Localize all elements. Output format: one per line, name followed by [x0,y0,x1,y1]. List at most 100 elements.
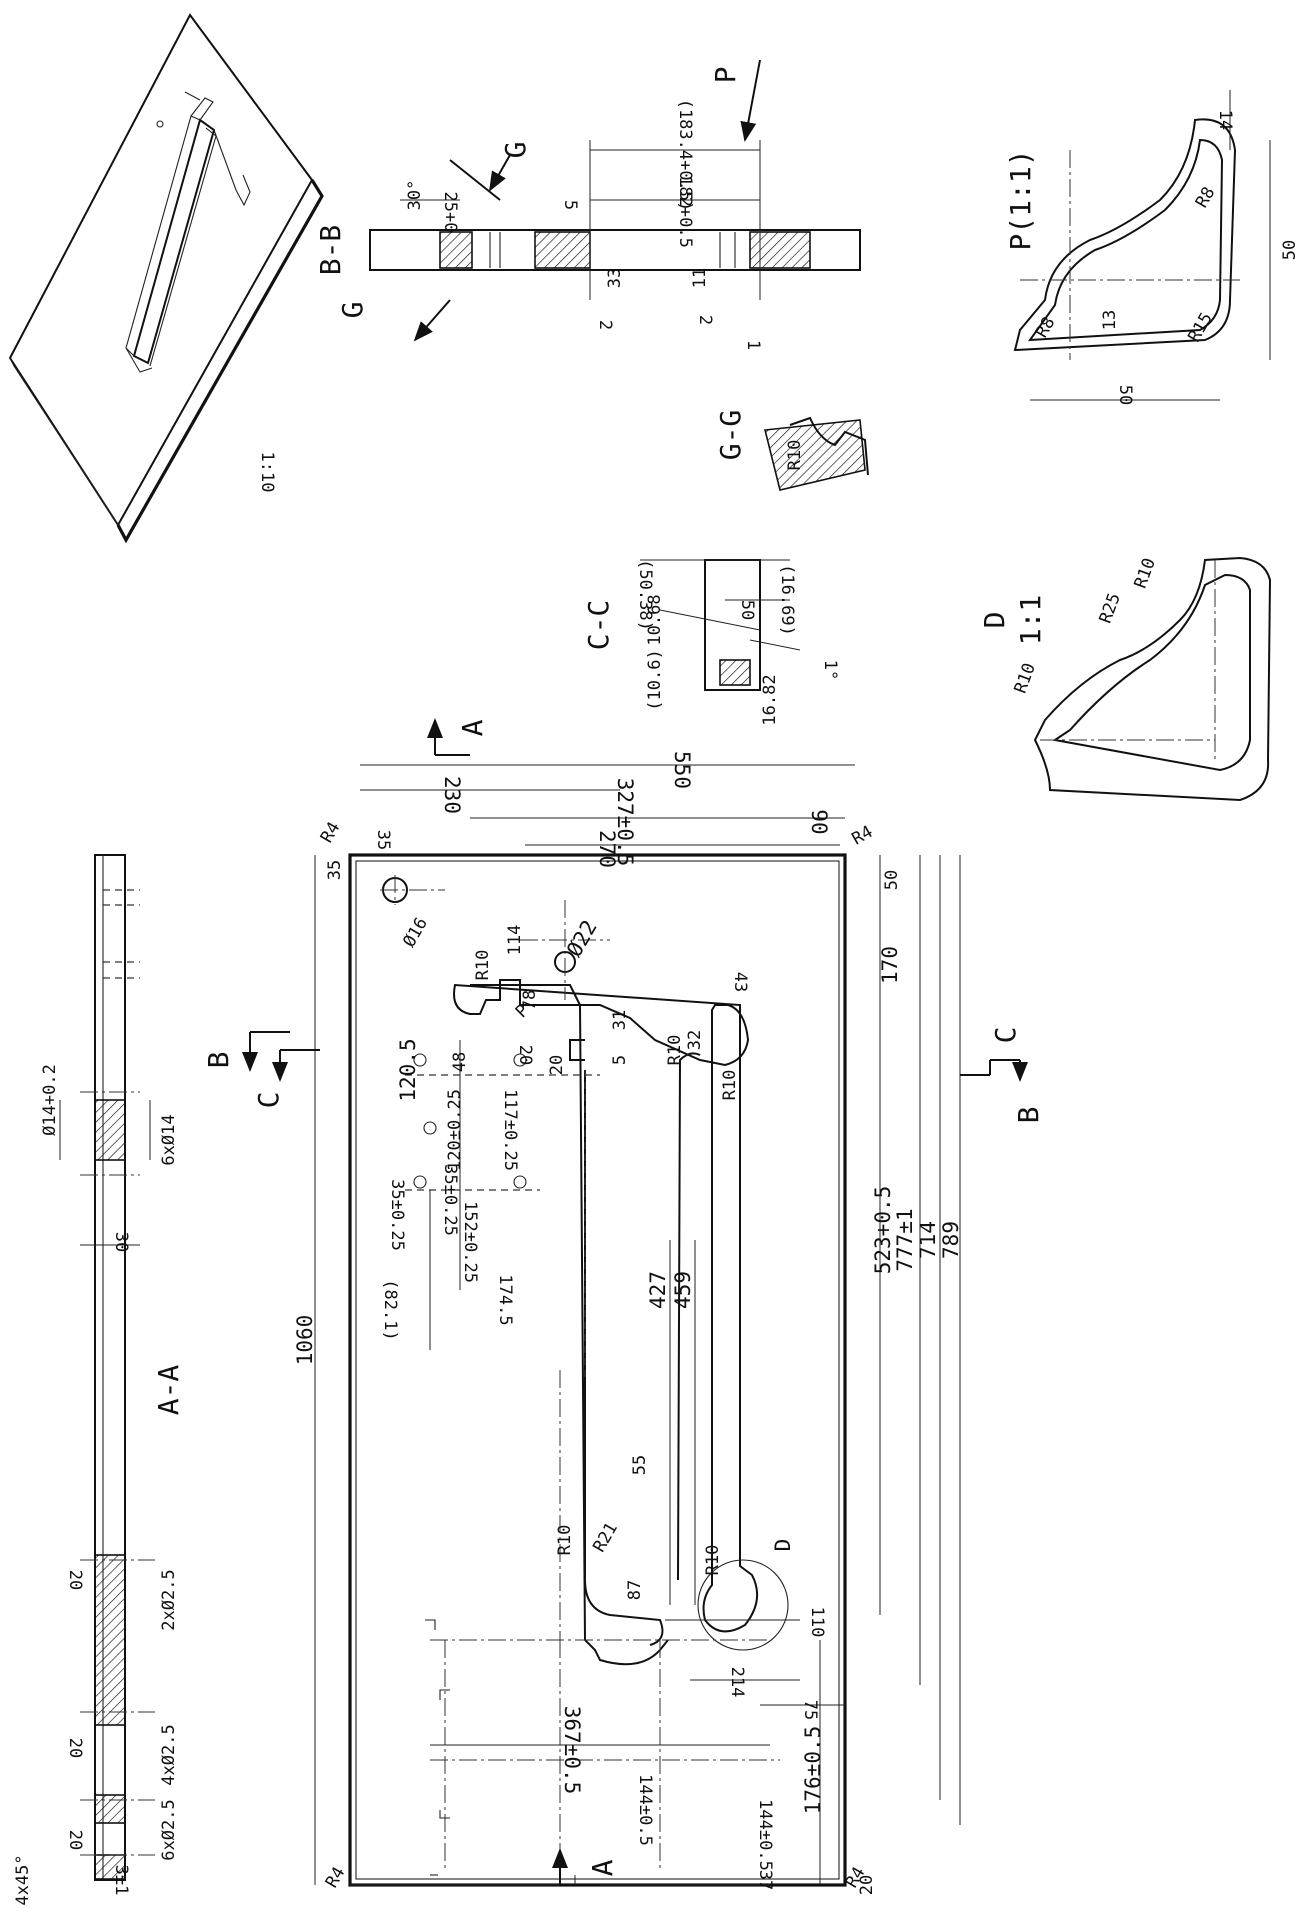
dim-1060: 1060 [293,1315,317,1366]
aa-dim-14tol: Ø14+0.2 [40,1064,60,1136]
dim-144b: 144±0.5 [755,1799,775,1871]
bb-dim-30deg: 30° [405,180,425,211]
bb-dim-183: (183.4+0.5) [675,99,695,212]
bb-dim-33: 33 [605,268,625,288]
aa-dim-30: 30 [111,1232,131,1252]
p-dim-14: 14 [1215,110,1235,130]
bb-dim-2a: 2 [595,320,615,330]
aa-dim-6x25: 6xØ2.5 [159,1799,179,1860]
cc-dim-1068: 10.68 [645,594,665,645]
dim-48: 48 [450,1052,470,1072]
bb-marker-g-bottom: G [336,302,369,319]
dim-789: 789 [939,1221,963,1259]
dim-35c: 35±0.25 [440,1164,460,1236]
dim-114: 114 [505,925,525,956]
p-dim-13: 13 [1100,310,1120,330]
gg-section-label: G-G [714,410,747,461]
dim-22: Ø22 [562,916,602,961]
section-bb: B-B G G P 30° 25+0 (183.4+0.5) 182+0.5 5… [314,59,861,350]
dim-55: 55 [630,1455,650,1475]
cc-section-label: C-C [582,600,615,651]
d-section-label: D [978,612,1011,629]
cc-dim-106: (10.6) [645,649,665,710]
dim-35a: 35 [373,830,393,850]
dim-523: 523+0.5 [871,1186,895,1275]
p-section-label: P(1:1) [1004,149,1037,250]
r4-a: R4 [317,819,345,847]
bb-marker-p: P [709,67,742,84]
bb-dim-25: 25+0 [440,192,460,233]
dim-31: 31 [610,1010,630,1030]
marker-c-right: C [989,1027,1022,1044]
dim-270: 270 [595,830,619,868]
plan-view: A A B C B C 1060 550 230 327±0.5 270 90 … [202,718,1045,1895]
cc-dim-1669: (16.69) [777,564,797,636]
d-scale-label: 1:1 [1014,595,1047,646]
p-dim-50a: 50 [1280,240,1300,260]
cc-dim-50: 50 [737,600,757,620]
dim-120b: 120±0.25 [445,1089,465,1171]
dim-117: 117±0.25 [500,1089,520,1171]
dim-170: 170 [878,946,902,984]
dim-78: 78 [520,990,540,1010]
dim-327: 327±0.5 [613,778,637,867]
aa-dim-6x14: 6xØ14 [159,1114,179,1165]
dim-82: (82.1) [380,1279,400,1340]
gg-r10: R10 [785,440,805,471]
aa-dim-20b: 20 [65,1738,85,1758]
bb-dim-11: 11 [690,268,710,288]
d-r10a: R10 [1011,660,1040,696]
cc-dim-5038: (50.38) [635,559,655,631]
dim-50: 50 [882,870,902,890]
dim-32: 32 [685,1030,705,1050]
aa-dim-45: 4x45° [13,1854,33,1905]
aa-dim-20a: 20 [65,1570,85,1590]
aa-dim-4x25: 4xØ2.5 [159,1724,179,1785]
marker-a-bottom: A [586,1859,619,1876]
bb-marker-g-top: G [499,142,532,159]
dim-20b: 20 [547,1055,567,1075]
dim-75: 75 [800,1700,820,1720]
r10-b: R10 [665,1035,685,1066]
dim-120: 120.5 [396,1038,420,1101]
cc-dim-1deg: 1° [820,660,840,680]
aa-dim-20c: 20 [65,1830,85,1850]
section-gg: G-G R10 [714,410,869,491]
bb-dim-5: 5 [560,200,580,210]
r10-d: R10 [555,1525,575,1556]
dim-550: 550 [670,751,694,789]
bb-dim-2b: 2 [695,315,715,325]
d-r25: R25 [1096,590,1125,626]
dim-176: 176±0.5 [801,1726,825,1815]
aa-dim-2x25: 2xØ2.5 [159,1569,179,1630]
bb-section-label: B-B [314,225,347,276]
dim-90: 90 [807,809,831,834]
dim-777: 777±1 [893,1208,917,1271]
dim-174: 174.5 [495,1274,515,1325]
r4-c: R4 [322,1864,350,1892]
d-r10b: R10 [1131,555,1160,591]
section-aa: Ø14+0.2 6xØ14 30 A-A 2xØ2.5 20 4xØ2.5 20… [13,854,185,1906]
marker-c-left: C [252,1092,285,1109]
bb-dim-1: 1 [743,340,763,350]
dim-144a: 144±0.5 [635,1774,655,1846]
p-r8a: R8 [1192,184,1220,212]
dim-427: 427 [646,1271,670,1309]
dim-37: 37 [755,1870,775,1890]
marker-b-left: B [202,1052,235,1069]
dim-35b: 35 [325,860,345,880]
detail-d: D 1:1 R10 R25 R10 [978,555,1272,802]
bb-dim-182: 182+0.5 [675,176,695,248]
detail-d-callout: D [771,1539,795,1552]
p-r8b: R8 [1032,314,1060,342]
r10-c: R10 [720,1070,740,1101]
marker-b-right: B [1012,1107,1045,1124]
dim-35d: 35±0.25 [387,1179,407,1251]
marker-a-top: A [456,719,489,736]
dim-43: 43 [730,972,750,992]
section-cc: C-C (50.38) 10.68 (10.6) 50 (16.69) 16.8… [582,559,840,726]
dim-367: 367±0.5 [560,1706,584,1795]
dim-152: 152±0.25 [460,1201,480,1283]
dim-110: 110 [807,1607,827,1638]
